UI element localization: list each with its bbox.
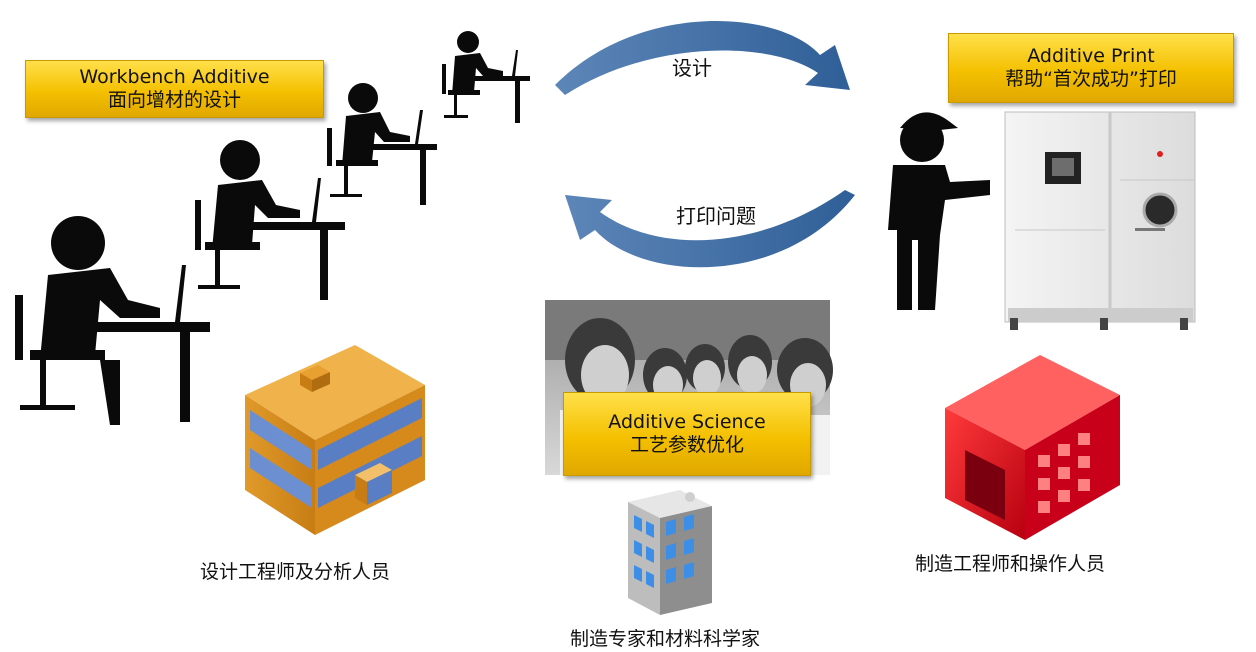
factory-icon bbox=[945, 355, 1120, 540]
designers-caption: 设计工程师及分析人员 bbox=[200, 561, 391, 583]
science-title: Additive Science bbox=[608, 411, 766, 433]
3d-printer-machine bbox=[1004, 111, 1196, 330]
print-issues-label: 打印问题 bbox=[676, 204, 756, 228]
print-issues-arrow bbox=[565, 190, 855, 268]
print-subtitle: 帮助“首次成功”打印 bbox=[1005, 68, 1177, 90]
design-label: 设计 bbox=[672, 56, 712, 80]
print-title: Additive Print bbox=[1027, 45, 1155, 67]
additive-science-box: Additive Science 工艺参数优化 bbox=[563, 392, 811, 476]
workbench-subtitle: 面向增材的设计 bbox=[107, 89, 241, 111]
workbench-title: Workbench Additive bbox=[79, 66, 270, 88]
science-subtitle: 工艺参数优化 bbox=[629, 434, 744, 456]
office-building-icon bbox=[245, 345, 425, 535]
tall-building-icon bbox=[628, 490, 712, 615]
scientists-caption: 制造专家和材料科学家 bbox=[570, 628, 761, 650]
design-arrow bbox=[555, 20, 850, 95]
operator-figure bbox=[888, 112, 990, 310]
manufacturers-caption: 制造工程师和操作人员 bbox=[915, 553, 1106, 575]
designer-figures bbox=[15, 31, 530, 425]
workbench-additive-box: Workbench Additive 面向增材的设计 bbox=[25, 60, 324, 118]
additive-print-box: Additive Print 帮助“首次成功”打印 bbox=[948, 33, 1234, 103]
